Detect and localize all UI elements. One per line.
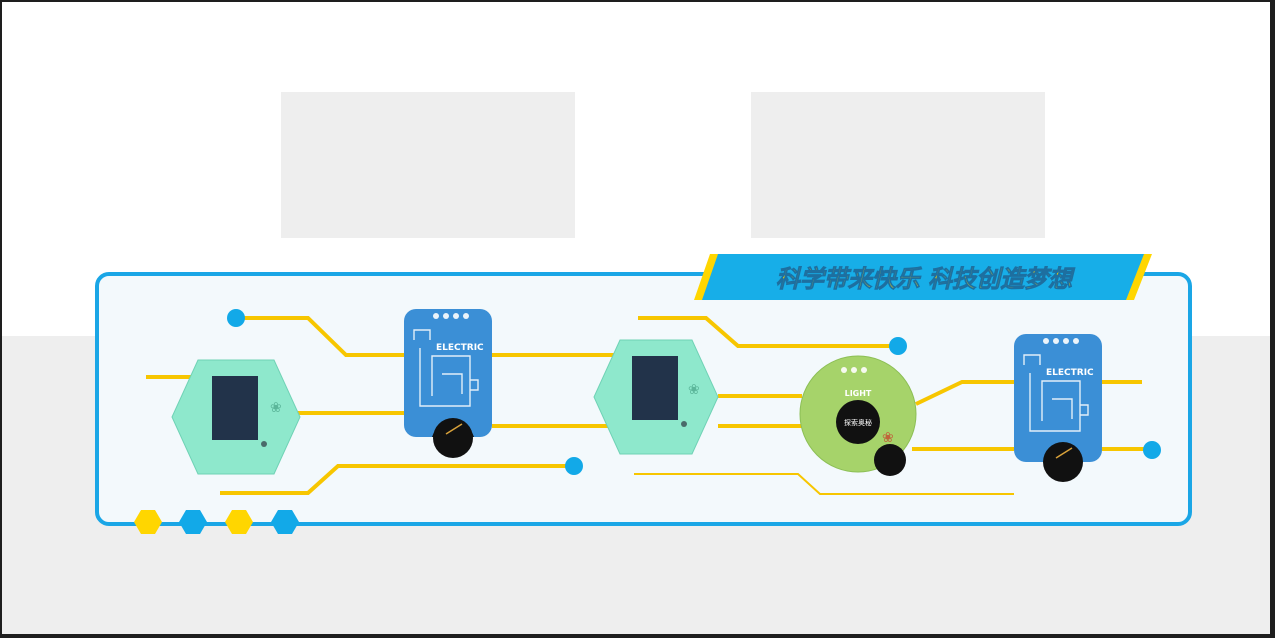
circuit-lines (146, 316, 1146, 495)
explore-button[interactable] (836, 400, 880, 444)
electric-panel-1: ELECTRIC (404, 309, 492, 458)
slogan-text: 科学带来快乐 科技创造梦想 (776, 265, 1075, 293)
circuit-dot (889, 337, 907, 355)
hexagon-screen-2: ❀ (593, 339, 719, 455)
circuit-dots (227, 309, 1161, 475)
panel-label: LIGHT (845, 389, 872, 398)
decor-hexagons (134, 510, 299, 534)
decor-hexagon (225, 510, 253, 534)
circuit-dot (565, 457, 583, 475)
circuit-diagram-icon (1023, 354, 1089, 432)
panel-label: ELECTRIC (436, 343, 484, 353)
slogan-banner: 科学带来快乐 科技创造梦想 (694, 254, 1152, 300)
dial-knob[interactable] (874, 444, 906, 476)
decor-hexagon (271, 510, 299, 534)
hexagon-screen-1: ❀ (171, 359, 301, 475)
dial-knob[interactable] (433, 418, 473, 458)
electric-panel-2: ELECTRIC (1014, 334, 1102, 482)
mascot-icon: ❀ (270, 400, 282, 416)
circuit-diagram-icon (413, 329, 479, 407)
circuit-dot (227, 309, 245, 327)
decor-hexagon (179, 510, 207, 534)
decor-hexagon (134, 510, 162, 534)
display-screen (212, 376, 258, 440)
mascot-icon: ❀ (688, 382, 700, 398)
image-placeholder-left (281, 92, 575, 238)
display-screen (632, 356, 678, 420)
dial-knob[interactable] (1043, 442, 1083, 482)
panel-label: ELECTRIC (1046, 368, 1094, 378)
mascot-icon: ❀ (882, 430, 894, 446)
image-placeholder-right (751, 92, 1045, 238)
explore-button-label: 探索奥秘 (844, 418, 872, 427)
circuit-dot (1143, 441, 1161, 459)
light-panel: LIGHT 探索奥秘 ❀ (799, 355, 917, 476)
